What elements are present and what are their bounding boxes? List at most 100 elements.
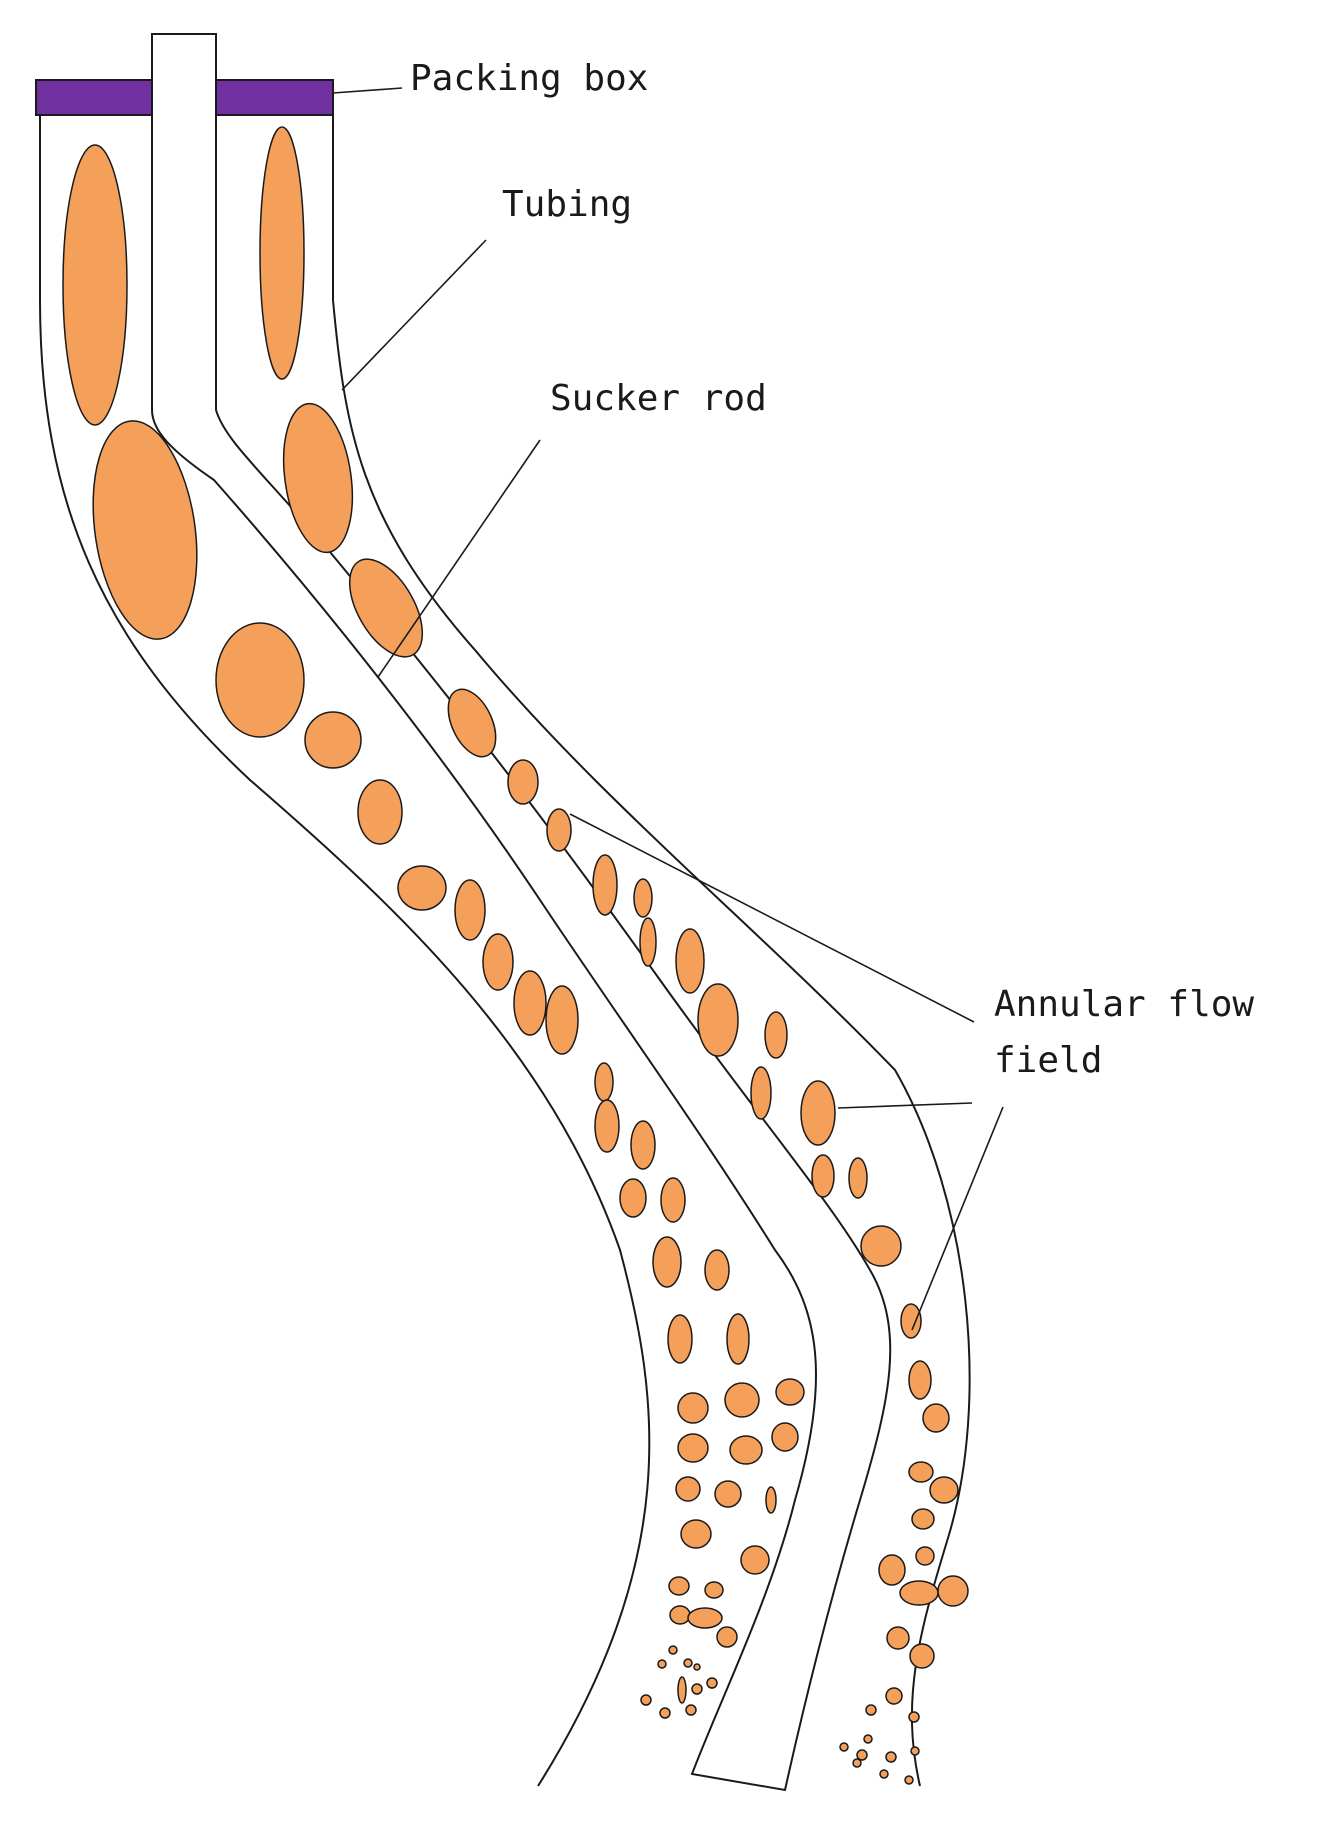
bubble [677,1676,687,1704]
bubble [659,1707,671,1719]
bubble [687,1607,723,1629]
bubble [922,1403,950,1433]
bubble [904,1775,914,1785]
bubble [669,1605,691,1625]
bubble [900,1303,922,1339]
bubble [886,1626,910,1650]
bubble [706,1677,718,1689]
bubble [704,1581,724,1599]
bubble [740,1545,770,1575]
tubing-left-wall [39,98,651,1787]
annular-flow-leader-3 [911,1106,1004,1331]
bubble [660,1177,686,1223]
bubble [357,779,403,845]
bubble [397,865,447,911]
bubble [908,1360,932,1400]
bubble [685,1704,697,1716]
bubble [765,1486,777,1514]
bubble [691,1683,703,1695]
bubble [852,1758,862,1768]
bubble [860,1225,902,1267]
bubble [848,1157,868,1199]
bubble [482,933,514,991]
bubble-group [62,126,969,1785]
bubble [683,1658,693,1668]
bubble [704,1249,730,1291]
bubble [729,1435,763,1465]
bubble [667,1314,693,1364]
bubble [639,917,657,967]
tubing-leader [341,239,487,391]
bubble [657,1659,667,1669]
sucker-rod-label: Sucker rod [550,378,767,419]
bubble [215,622,305,738]
packing-box-left [35,79,153,116]
bubble [348,558,424,658]
bubble [910,1746,920,1756]
packing-box-label: Packing box [410,58,648,99]
annular-flow-leader-1 [569,813,975,1023]
bubble [899,1580,939,1606]
packing-box-right [215,79,334,116]
bubble [863,1734,873,1744]
bubble [775,1378,805,1406]
bubble [675,1476,701,1502]
tubing-label: Tubing [502,184,632,225]
bubble [716,1626,738,1648]
annular-flow-field-label-line1: Annular flow [994,984,1254,1025]
bubble [865,1704,877,1716]
bubble [652,1236,682,1288]
packing-box-leader [332,87,403,94]
bubble [726,1313,750,1365]
bubble [454,879,486,941]
bubble [697,983,739,1057]
bubble [447,688,497,758]
bubble [693,1663,701,1671]
bubble [911,1508,935,1530]
bubble [811,1154,835,1198]
bubble [885,1687,903,1705]
bubble [677,1392,709,1424]
annular-flow-field-label-line2: field [994,1040,1102,1081]
bubble [507,759,539,805]
bubble [546,808,572,852]
bubble [915,1546,935,1566]
sucker-rod-leader [377,439,541,678]
bubble [633,878,653,918]
bubble [839,1742,849,1752]
bubble [594,1099,620,1153]
bubble [668,1645,678,1655]
bubble [885,1751,897,1763]
bubble [259,126,305,380]
annular-flow-leader-2 [837,1102,973,1109]
bubble [675,928,705,994]
bubble [545,985,579,1055]
bubble [513,970,547,1036]
bubble [677,1433,709,1463]
bubble [878,1554,906,1586]
bubble [800,1080,836,1146]
bubble [92,420,198,640]
bubble [937,1575,969,1607]
bubble [879,1769,889,1779]
tubing-right-wall [332,98,971,1787]
bubble [630,1120,656,1170]
bubble [750,1066,772,1120]
bubble [929,1476,959,1504]
bubble [714,1480,742,1508]
bubble [771,1422,799,1452]
bubble [594,1062,614,1102]
bubble [908,1711,920,1723]
bubble [909,1643,935,1669]
bubble [724,1382,760,1418]
bubble [619,1178,647,1218]
bubble [908,1461,934,1483]
bubble [62,144,128,426]
bubble [282,402,354,554]
bubble [764,1011,788,1059]
bubble [856,1749,868,1761]
bubble [668,1576,690,1596]
bubble [680,1519,712,1549]
bubble [592,854,618,916]
